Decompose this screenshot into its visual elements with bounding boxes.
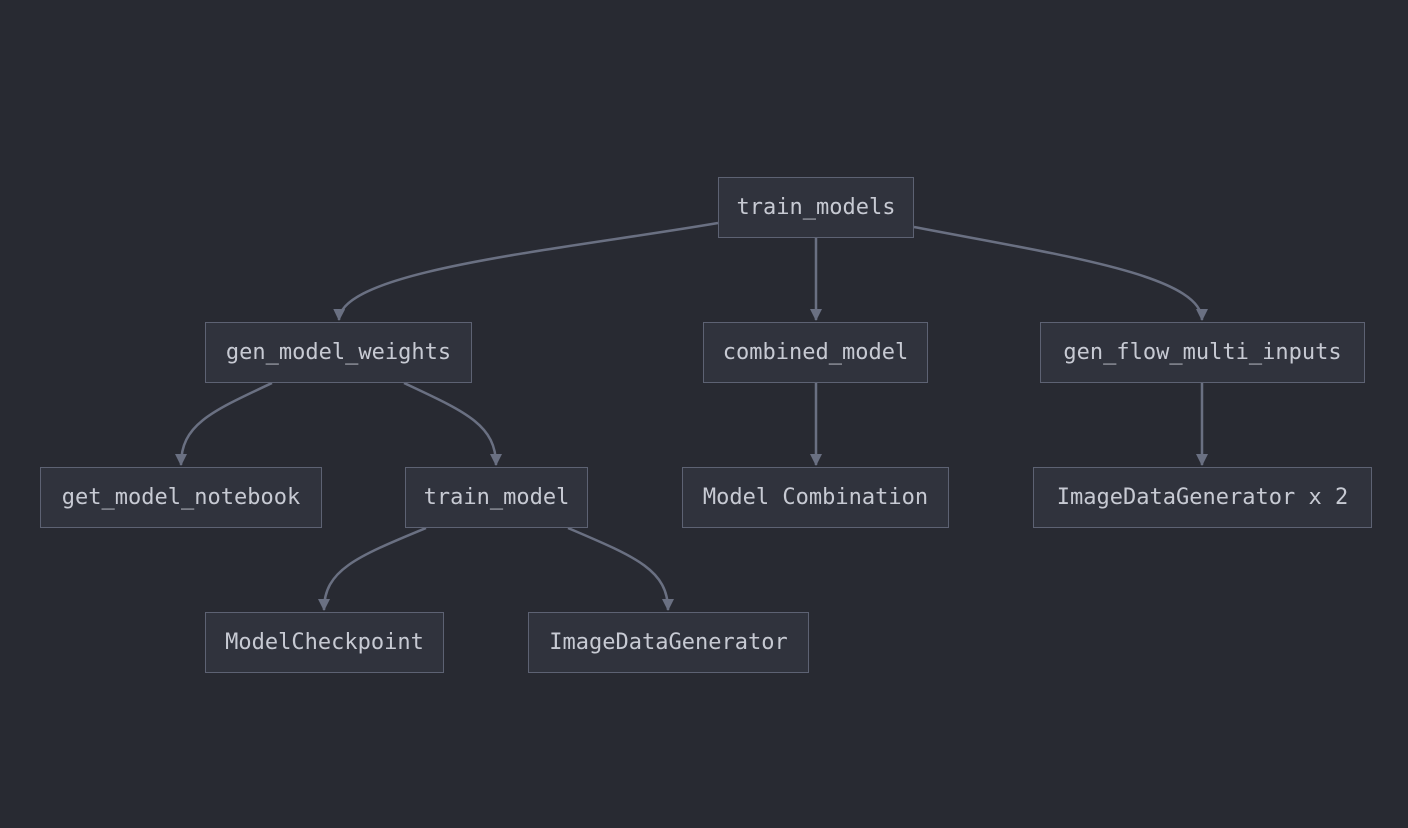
- edge-train-models-to-gen-model-weights: [333, 221, 719, 321]
- node-model-combination: Model Combination: [682, 467, 949, 528]
- node-train-models: train_models: [718, 177, 914, 238]
- node-combined-model: combined_model: [703, 322, 928, 383]
- node-model-checkpoint: ModelCheckpoint: [205, 612, 444, 673]
- node-train-model: train_model: [405, 467, 588, 528]
- node-gen-flow-multi-inputs: gen_flow_multi_inputs: [1040, 322, 1365, 383]
- edge-train-models-to-gen-flow-multi-inputs: [913, 225, 1208, 321]
- node-gen-model-weights: gen_model_weights: [205, 322, 472, 383]
- edge-gen-model-weights-to-train-model: [403, 381, 502, 466]
- node-image-data-generator-x2: ImageDataGenerator x 2: [1033, 467, 1372, 528]
- edge-train-model-to-image-data-generator: [567, 526, 674, 611]
- node-image-data-generator: ImageDataGenerator: [528, 612, 809, 673]
- edge-gen-model-weights-to-get-model-notebook: [175, 381, 273, 466]
- node-get-model-notebook: get_model_notebook: [40, 467, 322, 528]
- edge-train-model-to-model-checkpoint: [318, 526, 427, 611]
